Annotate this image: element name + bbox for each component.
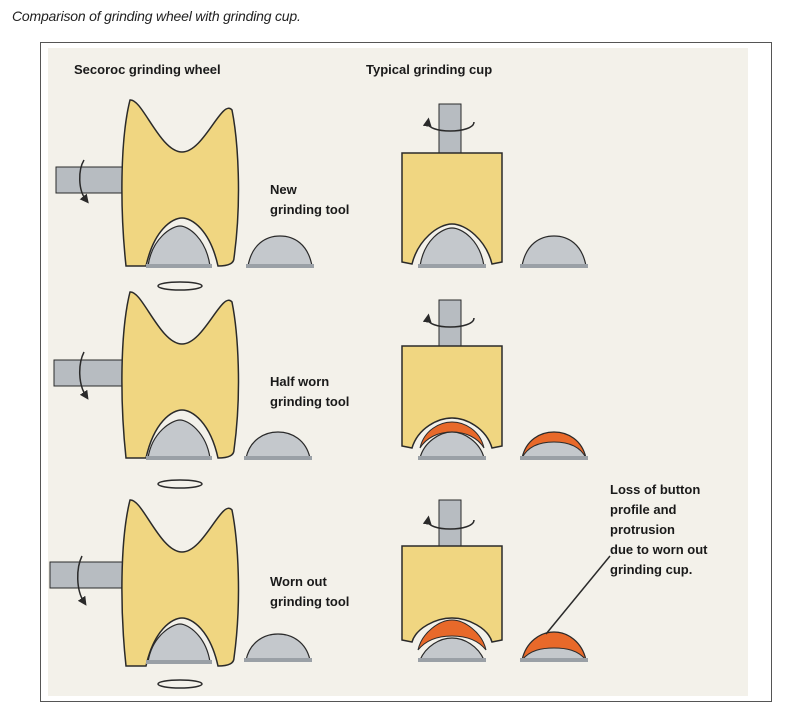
button-profile	[521, 235, 587, 267]
button-base	[146, 264, 212, 268]
spin-arrow-icon	[157, 679, 203, 689]
wheel-shaft	[55, 166, 131, 194]
worn-material	[419, 421, 485, 449]
cup-shaft	[438, 499, 462, 549]
button-base	[520, 264, 588, 268]
row-worn-out: Worn out grinding tool	[49, 499, 588, 689]
button-profile	[247, 235, 313, 267]
grinding-cup	[401, 545, 503, 643]
note-line: due to worn out	[610, 542, 708, 557]
rotation-arrow-icon	[79, 351, 89, 400]
button-base	[520, 456, 588, 460]
row-label-line1: Half worn	[270, 374, 329, 389]
rotation-arrow-icon	[77, 555, 87, 606]
button-in-cup	[419, 431, 485, 459]
rotation-arrow-icon	[422, 117, 475, 132]
button-base	[246, 264, 314, 268]
button-profile	[521, 441, 587, 459]
button-profile	[245, 633, 311, 661]
note-line: Loss of button	[610, 482, 700, 497]
note-line: profile and	[610, 502, 677, 517]
button-base	[418, 658, 486, 662]
cup-shaft	[438, 103, 462, 155]
row-label-line1: Worn out	[270, 574, 327, 589]
button-base	[146, 456, 212, 460]
row-label-line2: grinding tool	[270, 594, 349, 609]
button-base	[244, 658, 312, 662]
spin-arrow-icon	[157, 281, 203, 291]
rotation-arrow-icon	[422, 515, 475, 530]
button-base	[244, 456, 312, 460]
wheel-shaft	[53, 359, 131, 387]
row-label-line2: grinding tool	[270, 394, 349, 409]
button-base	[146, 660, 212, 664]
note-line: grinding cup.	[610, 562, 692, 577]
grinding-cup	[401, 152, 503, 265]
note-line: protrusion	[610, 522, 675, 537]
worn-material	[417, 619, 487, 651]
grinding-cup	[401, 345, 503, 449]
annotation-leader-line	[545, 555, 611, 635]
row-half-worn: Half worn grinding tool	[53, 291, 588, 489]
button-base	[418, 456, 486, 460]
annotation-note: Loss of button profile and protrusion du…	[610, 482, 708, 577]
wheel-shaft	[49, 561, 131, 589]
button-profile	[245, 431, 311, 459]
row-label-line1: New	[270, 182, 298, 197]
button-in-cup	[419, 227, 485, 267]
button-in-wheel	[147, 225, 211, 267]
column-title-wheel: Secoroc grinding wheel	[74, 62, 221, 77]
row-new: New grinding tool	[55, 99, 588, 291]
column-title-cup: Typical grinding cup	[366, 62, 492, 77]
rotation-arrow-icon	[79, 159, 89, 204]
cup-shaft	[438, 299, 462, 349]
button-base	[418, 264, 486, 268]
row-label-line2: grinding tool	[270, 202, 349, 217]
button-base	[520, 658, 588, 662]
button-in-cup	[419, 637, 485, 661]
button-profile	[520, 647, 588, 661]
rotation-arrow-icon	[422, 313, 475, 328]
spin-arrow-icon	[157, 479, 203, 489]
button-in-wheel	[147, 419, 211, 459]
button-in-wheel	[147, 623, 211, 663]
figure-caption: Comparison of grinding wheel with grindi…	[12, 8, 301, 24]
